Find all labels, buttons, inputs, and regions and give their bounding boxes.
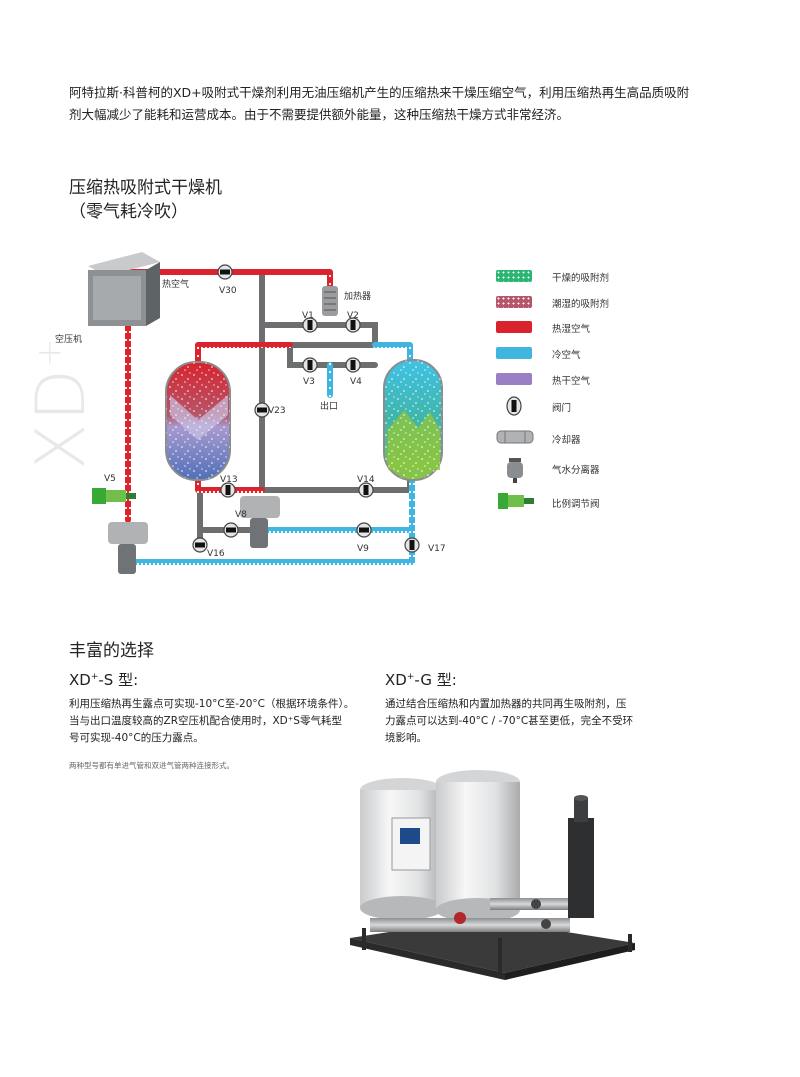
label-v23: V23 (268, 406, 286, 416)
wet-desiccant-swatch (496, 296, 532, 308)
valve-v8 (223, 522, 239, 538)
proportional-valve-v5 (92, 488, 136, 504)
label-v30: V30 (219, 286, 237, 296)
legend-item-wet-desiccant: 潮湿的吸附剂 (496, 292, 776, 314)
separator-icon (507, 458, 523, 483)
label-v4: V4 (350, 377, 362, 387)
g-model-description: 通过结合压缩热和内置加热器的共同再生吸附剂，压 力露点可以达到-40°C / -… (385, 698, 634, 744)
label-v13: V13 (220, 475, 238, 485)
heater-component (322, 286, 338, 316)
label-v2: V2 (347, 311, 359, 321)
cooler-icon (496, 430, 534, 444)
label-v16: V16 (207, 549, 225, 559)
label-v5: V5 (104, 474, 116, 484)
pipe-cool-top (372, 342, 413, 365)
cooler-separator-left (108, 522, 148, 574)
diagram-title: 压缩热吸附式干燥机 （零气耗冷吹） (69, 176, 222, 224)
legend-item-separator: 气水分离器 (496, 458, 776, 483)
valve-v17 (404, 537, 420, 553)
valve-v14 (358, 482, 374, 498)
label-v3: V3 (303, 377, 315, 387)
s-model-description: 利用压缩热再生露点可实现-10°C至-20°C（根据环境条件）。 当与出口温度较… (69, 698, 355, 744)
cool-air-pipes (125, 342, 415, 565)
label-compressor: 空压机 (55, 333, 82, 345)
process-diagram: 空压机 热空气 加热器 出口 V30 V1 V2 V3 V4 V23 V5 V1… (55, 252, 446, 574)
label-hot-air: 热空气 (162, 278, 189, 290)
compressor-unit (88, 252, 160, 326)
dry-desiccant-swatch (496, 270, 532, 282)
pipe-hot-bottom (195, 475, 265, 493)
options-title: 丰富的选择 (69, 641, 154, 661)
valve-v4 (345, 357, 361, 373)
legend-item-hot-dry-air: 热干空气 (496, 369, 776, 391)
valve-v30 (217, 264, 233, 280)
intro-line-2: 剂大幅减少了能耗和运营成本。由于不需要提供额外能量，这种压缩热干燥方式非常经济。 (69, 107, 570, 122)
valve-icon (506, 396, 522, 416)
label-v1: V1 (302, 311, 314, 321)
legend-item-cool-air: 冷空气 (496, 343, 776, 365)
g-model-title: XD+-G 型: (385, 671, 457, 689)
valve-v2 (345, 317, 361, 333)
pipe-cool-bottom (125, 475, 415, 565)
legend-item-dry-desiccant: 干燥的吸附剂 (496, 266, 776, 288)
valve-v16 (192, 537, 208, 553)
valve-v1 (302, 317, 318, 333)
label-outlet: 出口 (320, 400, 338, 412)
proportional-valve-icon (498, 493, 534, 509)
label-v8: V8 (235, 510, 247, 520)
diagram-title-line-1: 压缩热吸附式干燥机 (69, 178, 222, 198)
legend-item-hot-wet-air: 热湿空气 (496, 317, 776, 339)
dryer-product-image (350, 770, 635, 980)
hot-dry-air-swatch (496, 373, 532, 385)
valve-v3 (302, 357, 318, 373)
valves (192, 264, 420, 553)
intro-line-1: 阿特拉斯·科普柯的XD+吸附式干燥剂利用无油压缩机产生的压缩热来干燥压缩空气，利… (69, 85, 690, 100)
label-heater: 加热器 (344, 290, 371, 302)
legend-item-cooler: 冷却器 (496, 428, 776, 450)
label-v14: V14 (357, 475, 375, 485)
tank-right (383, 359, 443, 481)
valve-v23 (254, 402, 270, 418)
valve-v13 (220, 482, 236, 498)
diagram-title-line-2: （零气耗冷吹） (69, 202, 188, 222)
cool-air-swatch (496, 347, 532, 359)
label-v17: V17 (428, 544, 446, 554)
pipe-grey-top (259, 322, 378, 348)
hot-wet-air-swatch (496, 321, 532, 333)
legend-item-proportional-valve: 比例调节阀 (496, 492, 776, 514)
cooler-separator-center (240, 496, 280, 548)
legend-item-valve: 阀门 (496, 396, 776, 418)
label-v9: V9 (357, 544, 369, 554)
valve-v9 (356, 522, 372, 538)
s-model-title: XD+-S 型: (69, 671, 139, 689)
pipe-hot-to-tank (195, 342, 293, 368)
intro-paragraph: 阿特拉斯·科普柯的XD+吸附式干燥剂利用无油压缩机产生的压缩热来干燥压缩空气，利… (69, 82, 729, 126)
connection-note: 两种型号都有单进气管和双进气管两种连接形式。 (69, 761, 234, 770)
tank-left (165, 361, 231, 481)
